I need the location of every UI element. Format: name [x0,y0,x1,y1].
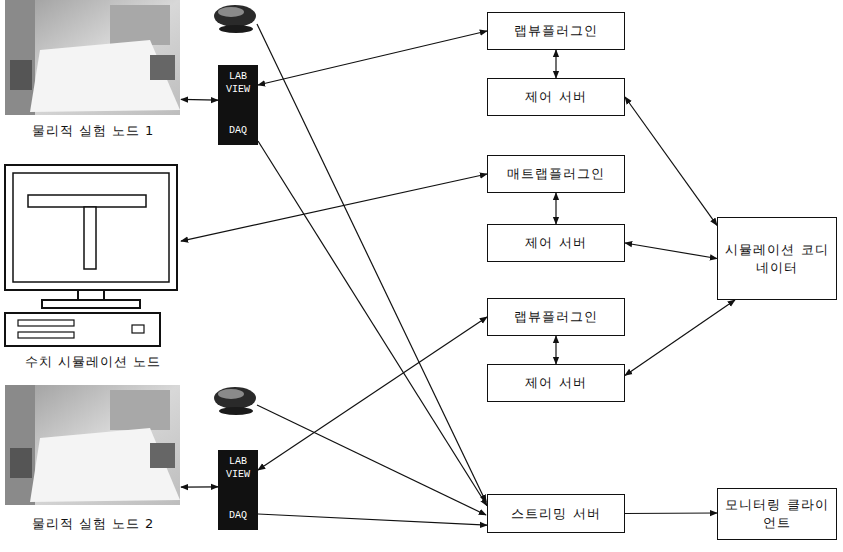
daq-label: LAB VIEW [220,71,256,96]
connector-arrow [625,243,717,259]
node-label: 물리적 실험 노드 2 [5,385,181,533]
connector-arrow [181,486,218,488]
node-text: 랩뷰플러그인 [514,308,598,326]
node-text: 매트랩플러그인 [507,165,605,183]
node-text: 물리적 실험 노드 2 [30,515,157,533]
connector-arrow [181,174,487,241]
connector-arrow [258,514,487,525]
process-box: 랩뷰플러그인 [487,12,625,50]
node-text: 제어 서버 [525,374,586,392]
node-label: 수치 시뮬레이션 노드 [5,165,181,371]
daq-label: DAQ [229,510,247,523]
camera-icon [214,5,256,33]
process-box: 제어 서버 [487,224,625,262]
camera-stream [257,24,486,502]
daq-label: LAB VIEW [220,456,256,481]
process-box: 제어 서버 [487,78,625,116]
connector-arrow [258,317,487,470]
connector-arrow [625,97,717,225]
process-box: 모니터링 클라이언트 [717,488,837,540]
process-box: 매트랩플러그인 [487,155,625,193]
connector-arrow [258,31,487,85]
daq-box: LAB VIEW DAQ [218,65,258,145]
process-box: 시뮬레이션 코디네이터 [717,217,837,300]
connector-arrow [625,512,717,514]
node-text: 랩뷰플러그인 [514,22,598,40]
node-text: 제어 서버 [525,88,586,106]
process-box: 랩뷰플러그인 [487,298,625,336]
node-text: 모니터링 클라이언트 [724,496,830,531]
connector-arrow [181,99,218,101]
connector-arrow [625,300,735,375]
camera-stream [257,405,486,515]
connector-arrow [258,141,487,506]
lab-photo [5,385,180,505]
computer-icon [5,165,177,346]
node-text: 스트리밍 서버 [511,505,600,523]
daq-box: LAB VIEW DAQ [218,450,258,530]
node-label: 물리적 실험 노드 1 [5,0,181,140]
node-text: 시뮬레이션 코디네이터 [724,241,830,276]
node-text: 수치 시뮬레이션 노드 [23,353,163,371]
connector-arrow [555,50,556,78]
process-box: 스트리밍 서버 [487,494,625,533]
connector-arrow [555,336,556,364]
camera-icon [214,387,256,415]
process-box: 제어 서버 [487,364,625,402]
daq-label: DAQ [229,125,247,138]
connector-arrow [555,193,556,224]
node-text: 제어 서버 [525,234,586,252]
node-text: 물리적 실험 노드 1 [30,122,157,140]
lab-photo [5,0,180,115]
